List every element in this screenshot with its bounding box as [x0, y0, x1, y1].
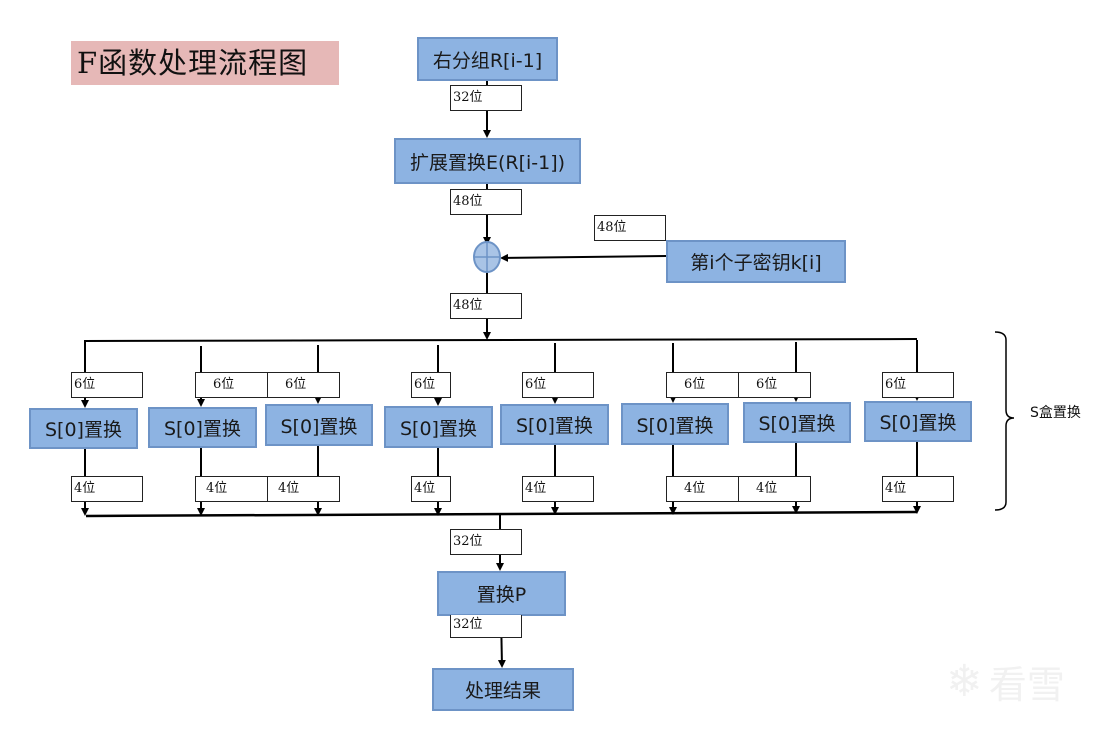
sbox-node: S[0]置换: [29, 408, 138, 449]
sbox-in-label: 6位: [882, 372, 954, 398]
sbox-in-label: 6位: [285, 377, 307, 392]
result-node: 处理结果: [432, 668, 574, 711]
sbox-in-label: 6位: [522, 372, 594, 398]
sbox-in-label: 6位: [196, 373, 268, 397]
bit-label-e-to-xor: 48位: [450, 189, 522, 215]
arrow-key-to-xor: [500, 253, 667, 262]
bit-label-sbox-to-p: 32位: [450, 529, 522, 555]
sbox-out-label: 4位: [71, 476, 143, 502]
watermark: ❄ 看雪: [946, 654, 1065, 709]
sbox-node: S[0]置换: [265, 404, 373, 446]
snowflake-icon: ❄: [946, 656, 983, 707]
sbox-out-label-pair: 4位 4位: [195, 476, 340, 502]
sbox-node: S[0]置换: [621, 403, 729, 445]
sbox-in-label-pair: 6位 6位: [666, 372, 811, 398]
sbox-out-label: 4位: [667, 477, 739, 501]
sbox-in-label: 6位: [667, 373, 739, 397]
subkey-node: 第i个子密钥k[i]: [666, 240, 846, 283]
sbox-node: S[0]置换: [500, 404, 609, 445]
sbox-out-label: 4位: [278, 481, 300, 496]
sbox-out-label: 4位: [522, 476, 594, 502]
watermark-text: 看雪: [988, 663, 1065, 707]
sbox-in-label-pair: 6位 6位: [195, 372, 340, 398]
output-bus: [85, 510, 918, 518]
sbox-out-label: 4位: [882, 476, 954, 502]
sbox-node: S[0]置换: [864, 401, 972, 442]
sbox-group-label: S盒置换: [1030, 405, 1081, 421]
xor-icon: [473, 241, 501, 273]
bit-label-r-to-e: 32位: [450, 85, 522, 111]
p-permutation-node: 置换P: [437, 571, 566, 616]
sbox-out-label: 4位: [756, 481, 778, 496]
sbox-out-label: 4位: [196, 477, 268, 501]
sbox-in-label: 6位: [411, 372, 451, 398]
page-title: F函数处理流程图: [71, 41, 339, 85]
sbox-node: S[0]置换: [384, 406, 493, 448]
bit-label-xor-to-sbox: 48位: [450, 293, 522, 319]
sbox-node: S[0]置换: [148, 407, 257, 448]
sbox-in-label: 6位: [71, 372, 143, 398]
sbox-out-label: 4位: [411, 476, 451, 502]
right-half-node: 右分组R[i-1]: [417, 37, 558, 81]
expansion-node: 扩展置换E(R[i-1]): [394, 138, 581, 184]
bit-label-key-to-xor: 48位: [594, 215, 666, 241]
input-bus: [83, 338, 918, 342]
sbox-node: S[0]置换: [743, 402, 851, 443]
sbox-group-brace: [994, 331, 1015, 511]
sbox-in-label: 6位: [756, 377, 778, 392]
bit-label-p-to-result: 32位: [450, 615, 522, 638]
sbox-out-label-pair: 4位 4位: [666, 476, 811, 502]
